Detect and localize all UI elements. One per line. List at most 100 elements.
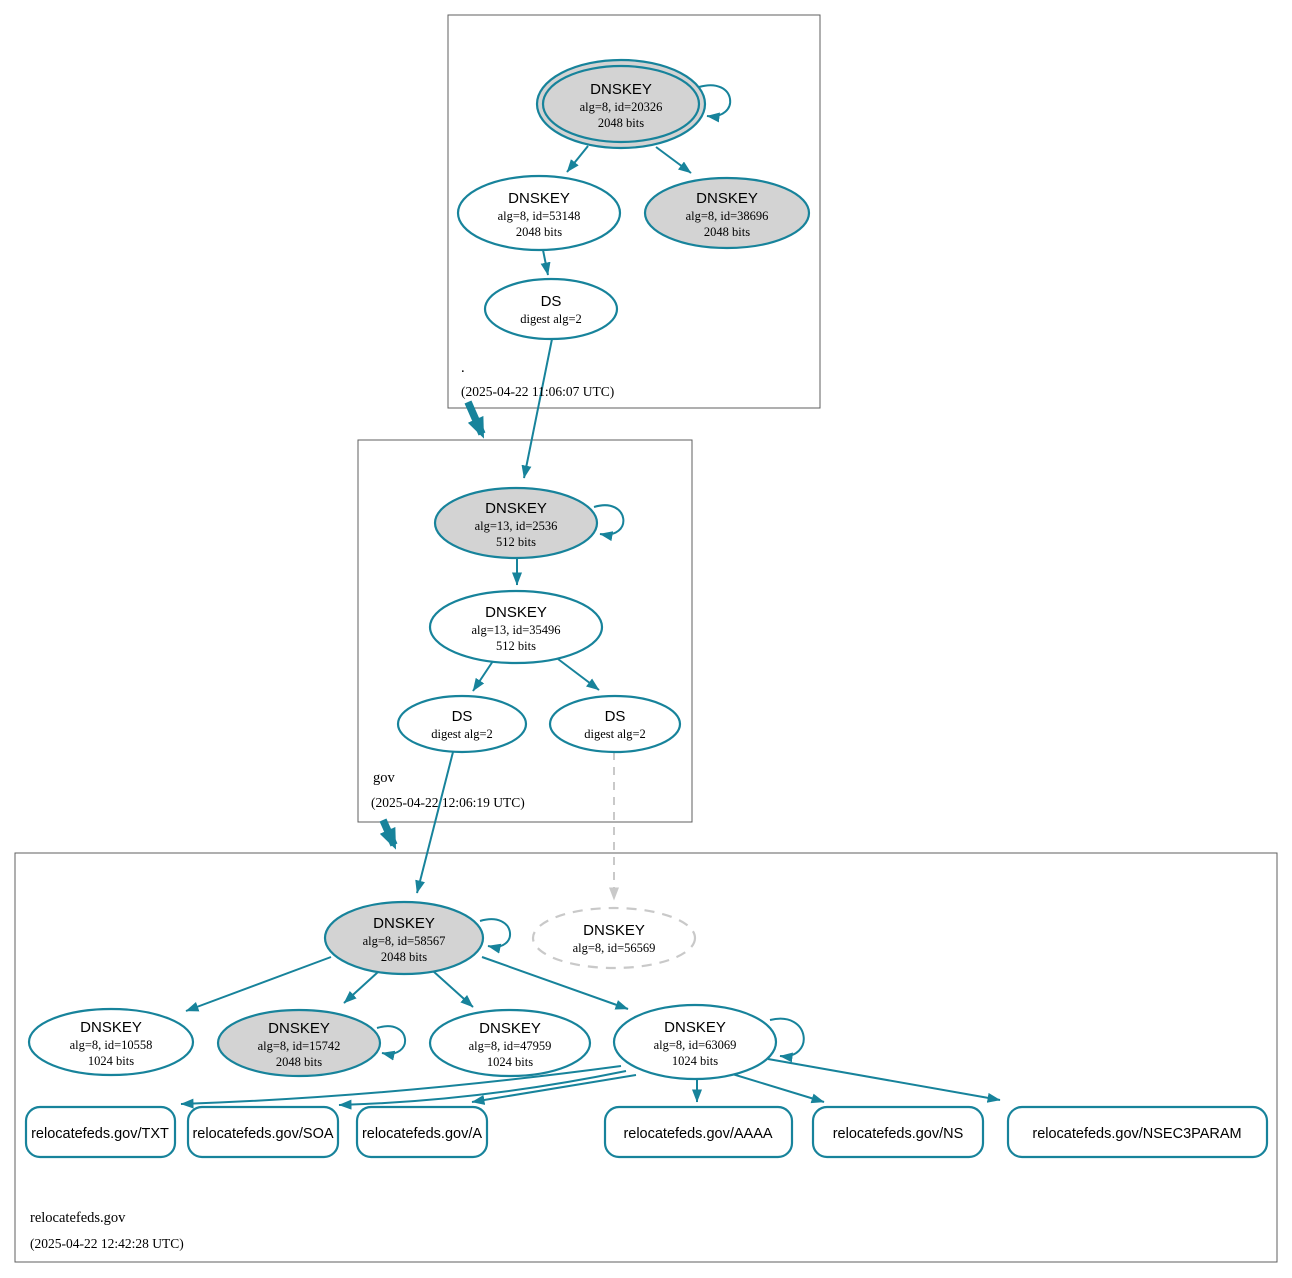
node-root-dnskey-53148[interactable]: DNSKEY alg=8, id=53148 2048 bits — [456, 174, 622, 252]
rrset-label: relocatefeds.gov/AAAA — [623, 1126, 772, 1142]
node-title: DNSKEY — [485, 500, 547, 517]
node-bits: 512 bits — [496, 639, 536, 653]
node-title: DNSKEY — [664, 1019, 726, 1036]
node-ellipse — [396, 694, 528, 754]
rrset-label: relocatefeds.gov/A — [362, 1126, 482, 1142]
node-detail: alg=8, id=20326 — [580, 100, 663, 114]
rrset-label: relocatefeds.gov/TXT — [31, 1126, 169, 1142]
rrset-box — [355, 1105, 489, 1159]
rrset-box — [603, 1105, 794, 1159]
node-title: DNSKEY — [268, 1020, 330, 1037]
rrset-a[interactable]: relocatefeds.gov/A — [355, 1105, 489, 1159]
edge-gov-zsk-to-ds-right — [557, 658, 600, 691]
edge-gov-ds-to-rf-ksk — [415, 751, 454, 894]
edge-rf-ksk-to-zsk63069 — [481, 956, 629, 1010]
edge-root-ksk-to-zsk38696 — [655, 146, 692, 174]
node-detail: digest alg=2 — [431, 727, 493, 741]
edge-rf-ksk-to-key10558 — [185, 956, 332, 1012]
ksk-outer-ring — [535, 58, 707, 150]
node-rf-dnskey-47959[interactable]: DNSKEY alg=8, id=47959 1024 bits — [428, 1008, 592, 1078]
node-detail: alg=8, id=63069 — [654, 1038, 737, 1052]
node-ellipse — [483, 277, 619, 341]
zone-label-root: . — [461, 360, 465, 376]
edge-root-ds-to-gov-ksk — [521, 338, 553, 479]
node-ellipse — [548, 694, 682, 754]
rrset-aaaa[interactable]: relocatefeds.gov/AAAA — [603, 1105, 794, 1159]
node-bits: 2048 bits — [276, 1055, 322, 1069]
node-gov-dnskey-35496[interactable]: DNSKEY alg=13, id=35496 512 bits — [428, 589, 604, 665]
rrset-ns[interactable]: relocatefeds.gov/NS — [811, 1105, 985, 1159]
node-detail: alg=8, id=15742 — [258, 1039, 341, 1053]
edge-rf-ksk-self-sign — [479, 918, 512, 954]
rrset-txt[interactable]: relocatefeds.gov/TXT — [24, 1105, 177, 1159]
node-title: DNSKEY — [590, 81, 652, 98]
node-root-ds[interactable]: DS digest alg=2 — [483, 277, 619, 341]
node-rf-dnskey-56569-missing[interactable]: DNSKEY alg=8, id=56569 — [531, 906, 697, 970]
rrset-label: relocatefeds.gov/NS — [833, 1126, 964, 1142]
node-detail: alg=8, id=10558 — [70, 1038, 153, 1052]
ksk-inner-ring — [541, 64, 701, 144]
edge-rf-ksk-to-key47959 — [432, 970, 474, 1008]
rrset-soa[interactable]: relocatefeds.gov/SOA — [186, 1105, 340, 1159]
node-ellipse — [27, 1007, 195, 1077]
node-rf-dnskey-15742[interactable]: DNSKEY alg=8, id=15742 2048 bits — [216, 1008, 382, 1078]
node-gov-dnskey-2536[interactable]: DNSKEY alg=13, id=2536 512 bits — [433, 486, 599, 560]
rrset-box — [811, 1105, 985, 1159]
node-ellipse — [323, 900, 485, 976]
edge-rf-zsk-to-ns — [728, 1072, 825, 1104]
node-title: DNSKEY — [508, 190, 570, 207]
node-title: DNSKEY — [583, 922, 645, 939]
zone-timestamp-gov: (2025-04-22 12:06:19 UTC) — [371, 795, 525, 810]
edge-root-ksk-self-sign — [698, 84, 732, 123]
node-detail: alg=13, id=2536 — [475, 519, 558, 533]
zone-box-root — [447, 14, 821, 409]
node-bits: 2048 bits — [598, 116, 644, 130]
node-rf-dnskey-58567[interactable]: DNSKEY alg=8, id=58567 2048 bits — [323, 900, 485, 976]
zone-timestamp-relocatefeds: (2025-04-22 12:42:28 UTC) — [30, 1236, 184, 1251]
zone-box-relocatefeds — [14, 852, 1278, 1263]
node-root-dnskey-38696[interactable]: DNSKEY alg=8, id=38696 2048 bits — [643, 176, 811, 250]
node-detail: alg=13, id=35496 — [471, 623, 560, 637]
node-bits: 2048 bits — [381, 950, 427, 964]
node-bits: 2048 bits — [516, 225, 562, 239]
node-title: DS — [541, 293, 562, 310]
node-bits: 512 bits — [496, 535, 536, 549]
node-gov-ds-right[interactable]: DS digest alg=2 — [548, 694, 682, 754]
node-ellipse — [643, 176, 811, 250]
node-rf-dnskey-10558[interactable]: DNSKEY alg=8, id=10558 1024 bits — [27, 1007, 195, 1077]
node-bits: 1024 bits — [88, 1054, 134, 1068]
node-detail: alg=8, id=47959 — [469, 1039, 552, 1053]
edge-rf-zsk-to-nsec3param — [767, 1058, 1001, 1103]
node-ellipse-dashed — [531, 906, 697, 970]
node-title: DS — [605, 708, 626, 725]
node-detail: digest alg=2 — [584, 727, 646, 741]
node-bits: 2048 bits — [704, 225, 750, 239]
zone-label-relocatefeds: relocatefeds.gov — [30, 1210, 126, 1226]
node-rf-dnskey-63069[interactable]: DNSKEY alg=8, id=63069 1024 bits — [612, 1003, 778, 1081]
edge-rf-key15742-self-sign — [376, 1025, 407, 1061]
edge-rf-zsk-to-txt — [180, 1065, 622, 1109]
node-root-dnskey-20326[interactable]: DNSKEY alg=8, id=20326 2048 bits — [535, 58, 707, 150]
node-detail: alg=8, id=58567 — [363, 934, 446, 948]
zone-box-gov — [357, 439, 693, 823]
edge-delegation-gov-to-relocatefeds — [379, 818, 398, 850]
rrset-box — [186, 1105, 340, 1159]
edge-rf-ksk-to-key15742 — [343, 971, 379, 1004]
edge-gov-ksk-self-sign — [593, 504, 625, 542]
node-title: DS — [452, 708, 473, 725]
edge-root-zsk-to-ds — [540, 249, 551, 276]
node-ellipse — [428, 589, 604, 665]
node-detail: alg=8, id=38696 — [686, 209, 769, 223]
zone-label-gov: gov — [373, 770, 396, 786]
edge-root-ksk-to-zsk53148 — [566, 145, 589, 173]
rrset-box — [24, 1105, 177, 1159]
rrset-nsec3param[interactable]: relocatefeds.gov/NSEC3PARAM — [1006, 1105, 1269, 1159]
node-gov-ds-left[interactable]: DS digest alg=2 — [396, 694, 528, 754]
rrset-label: relocatefeds.gov/SOA — [192, 1126, 333, 1142]
node-detail: alg=8, id=53148 — [498, 209, 581, 223]
edge-rf-zsk-to-soa — [338, 1070, 627, 1110]
node-ellipse — [433, 486, 599, 560]
node-ellipse — [456, 174, 622, 252]
rrset-box — [1006, 1105, 1269, 1159]
edge-delegation-root-to-gov — [464, 400, 486, 439]
